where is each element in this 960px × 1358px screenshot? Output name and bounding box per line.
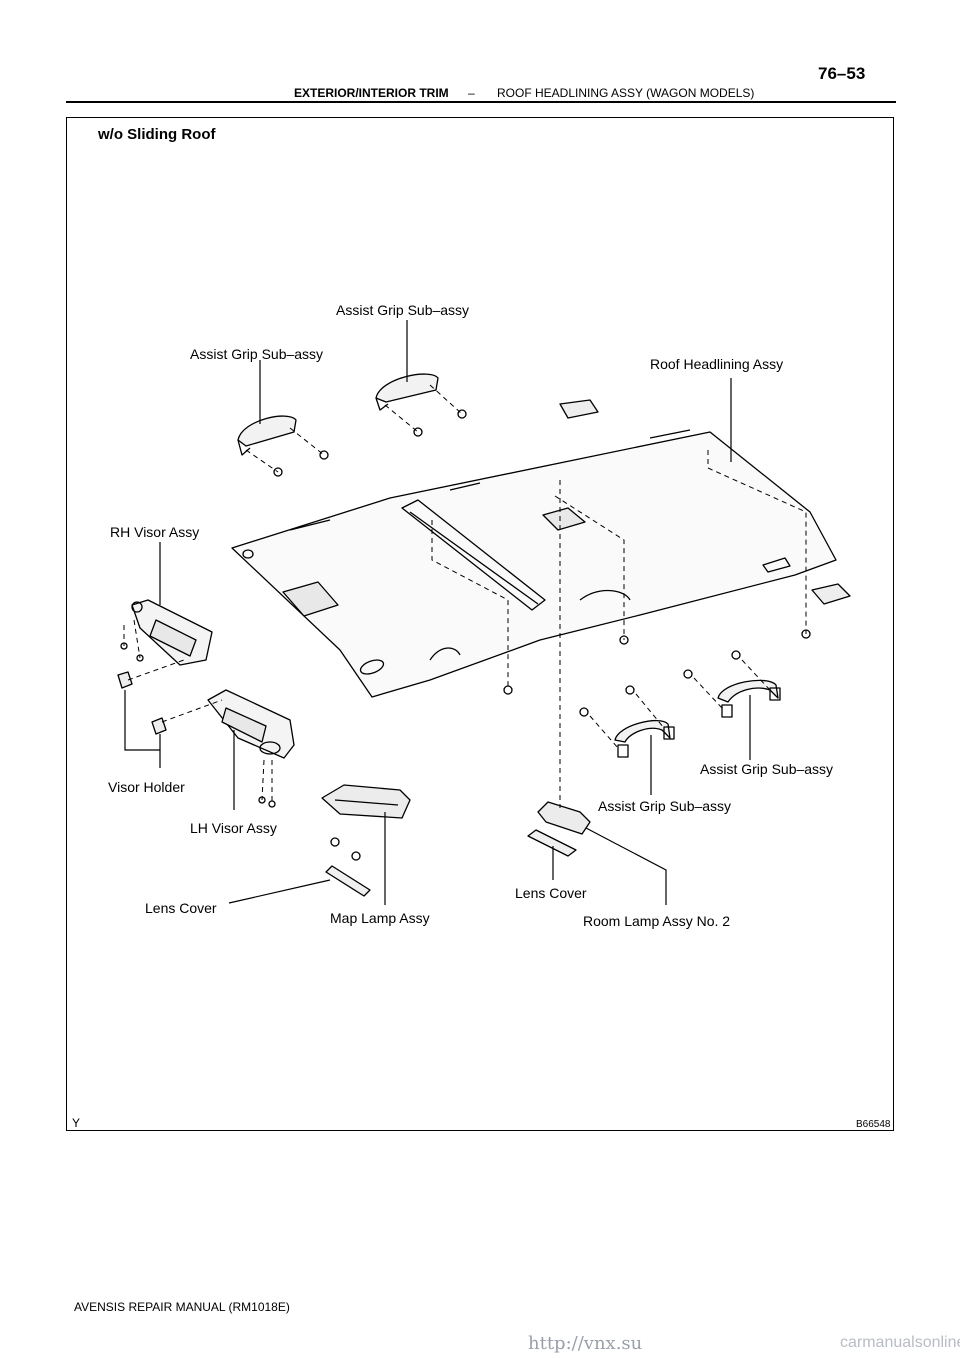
label-assist-grip-right: Assist Grip Sub–assy bbox=[700, 761, 834, 777]
label-visor-holder: Visor Holder bbox=[108, 779, 185, 795]
map-lamp-part bbox=[321, 784, 411, 819]
label-assist-grip-left: Assist Grip Sub–assy bbox=[190, 346, 324, 362]
label-rh-visor: RH Visor Assy bbox=[110, 524, 200, 540]
room-lamp-part bbox=[537, 801, 591, 835]
roof-headlining-panel bbox=[231, 429, 837, 698]
assist-grip-center-part bbox=[614, 720, 675, 758]
figure-frame bbox=[66, 117, 894, 1131]
figure-corner-mark: Y bbox=[72, 1116, 81, 1130]
label-lens-cover-right: Lens Cover bbox=[515, 885, 587, 901]
variant-title: w/o Sliding Roof bbox=[98, 126, 216, 143]
page-number: 76–53 bbox=[818, 64, 866, 83]
header-rule bbox=[66, 101, 896, 103]
header-section: EXTERIOR/INTERIOR TRIM bbox=[294, 86, 449, 100]
lh-visor-part bbox=[207, 689, 295, 759]
assist-grip-left-part bbox=[237, 415, 297, 456]
label-assist-grip-center: Assist Grip Sub–assy bbox=[598, 798, 732, 814]
label-room-lamp: Room Lamp Assy No. 2 bbox=[583, 913, 731, 929]
label-lens-cover-left: Lens Cover bbox=[145, 900, 217, 916]
label-roof-headlining: Roof Headlining Assy bbox=[650, 356, 784, 372]
header-separator: – bbox=[468, 86, 475, 100]
lens-cover-right-part bbox=[527, 829, 577, 857]
watermark-link[interactable]: http://vnx.su bbox=[528, 1333, 643, 1354]
assist-grip-right-part bbox=[717, 679, 781, 718]
figure-id: B66548 bbox=[856, 1119, 891, 1130]
label-lh-visor: LH Visor Assy bbox=[190, 820, 277, 836]
label-map-lamp: Map Lamp Assy bbox=[330, 910, 430, 926]
visor-holder-part-2 bbox=[151, 717, 167, 735]
rh-visor-part bbox=[131, 599, 213, 666]
visor-holder-part-1 bbox=[117, 671, 133, 689]
header-topic: ROOF HEADLINING ASSY (WAGON MODELS) bbox=[497, 86, 755, 100]
label-assist-grip-top: Assist Grip Sub–assy bbox=[336, 302, 470, 318]
assist-grip-top-part bbox=[375, 373, 439, 411]
watermark-site: carmanualsonline.info bbox=[840, 1334, 960, 1351]
manual-footer: AVENSIS REPAIR MANUAL (RM1018E) bbox=[74, 1300, 290, 1314]
lens-cover-left-part bbox=[325, 865, 371, 897]
